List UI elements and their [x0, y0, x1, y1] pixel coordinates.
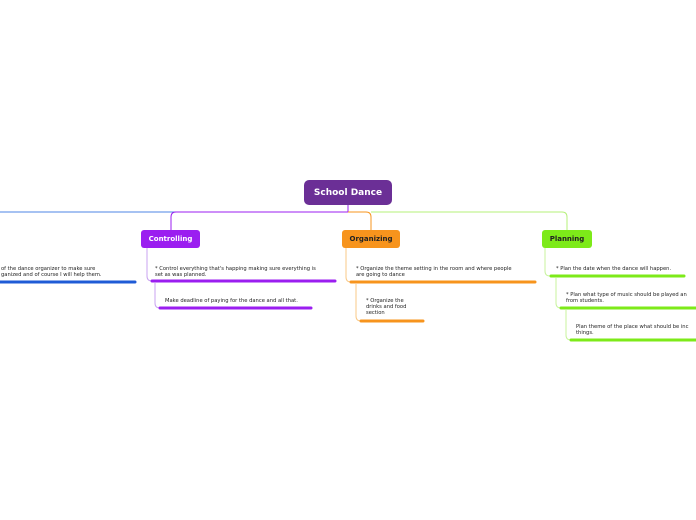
subtopic-controlling-1[interactable]: * Control everything that's happing maki…: [155, 266, 316, 279]
connector-organizing-sub1: [345, 248, 352, 283]
subtopic-planning-3[interactable]: Plan theme of the place what should be i…: [576, 324, 689, 337]
topic-planning[interactable]: Planning: [542, 230, 592, 248]
connector-leading: [0, 205, 349, 213]
subtopic-planning-2[interactable]: * Plan what type of music should be play…: [566, 292, 687, 305]
central-topic[interactable]: School Dance: [304, 180, 392, 205]
topic-controlling-label: Controlling: [148, 235, 193, 243]
connector-controlling-sub2: [154, 283, 161, 309]
topic-controlling[interactable]: Controlling: [141, 230, 200, 248]
connector-controlling: [170, 205, 349, 231]
connector-organizing-sub2: [355, 284, 362, 322]
connector-planning-sub2: [555, 278, 562, 309]
subtopic-leading-1[interactable]: of the dance organizer to make sure gani…: [1, 266, 102, 279]
subtopic-planning-1[interactable]: * Plan the date when the dance will happ…: [556, 266, 672, 272]
subtopic-controlling-2[interactable]: Make deadline of paying for the dance an…: [165, 298, 298, 304]
subtopic-organizing-2[interactable]: * Organize the drinks and food section: [366, 298, 407, 317]
connector-planning: [371, 211, 568, 231]
connector-planning-sub3: [565, 310, 572, 341]
connector-organizing: [348, 211, 372, 231]
central-topic-label: School Dance: [313, 187, 383, 198]
subtopic-organizing-1[interactable]: * Organize the theme setting in the room…: [356, 266, 512, 279]
topic-organizing-label: Organizing: [349, 235, 393, 243]
topic-planning-label: Planning: [549, 235, 585, 243]
topic-organizing[interactable]: Organizing: [342, 230, 400, 248]
connector-planning-sub1: [544, 248, 551, 277]
connector-controlling-sub1: [146, 248, 153, 282]
